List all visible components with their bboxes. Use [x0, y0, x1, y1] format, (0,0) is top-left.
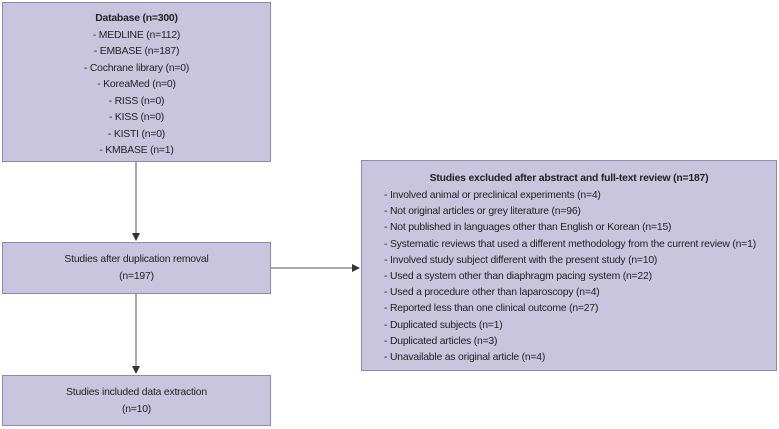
excluded-item: - Unavailable as original article (n=4) [384, 352, 546, 364]
database-item-cochrane: - Cochrane library (n=0) [83, 62, 190, 74]
database-title: Database (n=300) [95, 13, 178, 24]
excluded-box: Studies excluded after abstract and full… [361, 160, 777, 371]
database-box: Database (n=300) - MEDLINE (n=112) - EMB… [2, 2, 271, 162]
included-box: Studies included data extraction (n=10) [2, 375, 271, 426]
excluded-item: - Reported less than one clinical outcom… [384, 303, 599, 315]
database-item-embase: - EMBASE (n=187) [93, 46, 180, 57]
excluded-item: - Not published in languages other than … [384, 222, 672, 234]
excluded-item: - Duplicated articles (n=3) [384, 335, 498, 347]
excluded-item: - Involved animal or preclinical experim… [384, 190, 601, 201]
database-item-kmbase: - KMBASE (n=1) [99, 145, 174, 156]
duplication-removal-label: Studies after duplication removal [64, 254, 209, 265]
excluded-item: - Not original articles or grey literatu… [384, 206, 581, 218]
excluded-item: - Used a system other than diaphragm pac… [384, 271, 652, 283]
database-item-riss: - RISS (n=0) [108, 95, 165, 107]
database-item-kiss: - KISS (n=0) [108, 112, 165, 123]
duplication-removal-count: (n=197) [119, 270, 154, 282]
excluded-item: - Involved study subject different with … [384, 254, 658, 266]
duplication-removal-box: Studies after duplication removal (n=197… [2, 242, 271, 294]
excluded-item: - Duplicated subjects (n=1) [384, 319, 503, 331]
database-item-medline: - MEDLINE (n=112) [92, 29, 181, 41]
excluded-title: Studies excluded after abstract and full… [429, 173, 709, 184]
included-count: (n=10) [121, 403, 152, 415]
excluded-item: - Used a procedure other than laparoscop… [384, 287, 600, 299]
excluded-item: - Systematic reviews that used a differe… [384, 238, 756, 250]
included-label: Studies included data extraction [66, 387, 207, 398]
database-item-kisti: - KISTI (n=0) [107, 128, 166, 140]
excluded-list: - Involved animal or preclinical experim… [362, 188, 776, 366]
database-item-koreamed: - KoreaMed (n=0) [97, 79, 176, 90]
